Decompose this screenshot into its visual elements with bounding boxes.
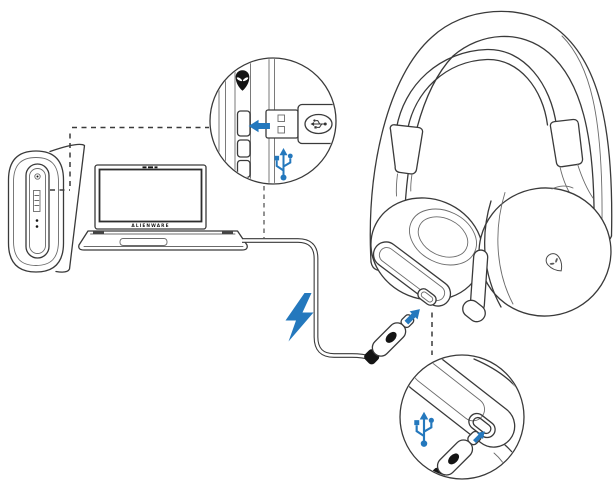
usb-a-plug-tip <box>265 109 299 139</box>
laptop-front-notch <box>119 238 168 246</box>
ear-cup-left <box>370 197 484 307</box>
ear-cup-rim <box>372 241 452 307</box>
mic-boom-tip <box>462 299 486 323</box>
laptop-hinge-right <box>222 231 233 234</box>
headband-pad-left <box>389 124 424 175</box>
alienware-logo-earcup <box>545 253 563 272</box>
headset-suspension-band <box>389 48 594 202</box>
headset-usb-c-port <box>417 288 437 306</box>
usb-port-2 <box>236 139 251 158</box>
lightning-bolt-icon <box>285 293 314 342</box>
usb-port-1 <box>236 110 251 137</box>
top-inset <box>209 57 337 185</box>
tower-power-button <box>34 173 41 180</box>
tower-front-ports <box>33 190 41 212</box>
alienware-label: ALIENWARE <box>131 223 169 229</box>
usb-a-connector <box>265 103 335 145</box>
usb-logo-oval <box>304 113 333 135</box>
desktop-tower <box>7 143 86 273</box>
charging-cable <box>242 238 372 361</box>
bottom-inset <box>399 354 525 480</box>
webcam-icon <box>142 166 158 169</box>
tower-light-ring <box>25 163 50 259</box>
laptop: ALIENWARE <box>78 164 248 251</box>
laptop-hinge-left <box>93 231 104 234</box>
usb-c-connector <box>364 314 415 365</box>
tower-bezel <box>13 157 59 266</box>
leader-tower-to-inset <box>50 126 209 191</box>
tower-side-panel <box>49 143 86 273</box>
tower-light-ring-inner <box>29 168 46 254</box>
headset <box>369 10 613 323</box>
headband-pad-right <box>549 118 584 168</box>
laptop-screen <box>98 168 203 223</box>
port-panel <box>218 59 275 183</box>
connector-logo-oval <box>385 331 397 343</box>
